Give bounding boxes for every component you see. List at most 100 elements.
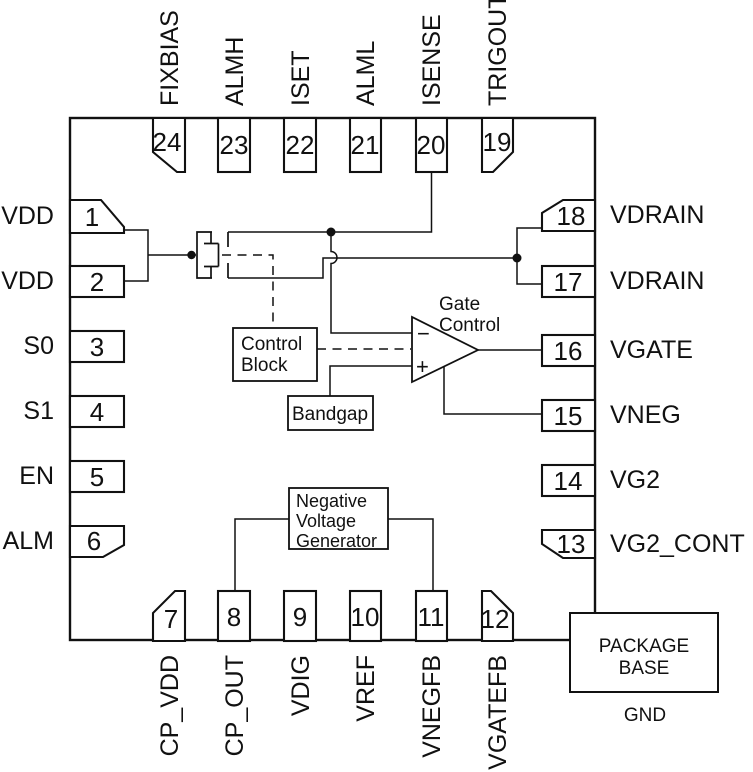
wire-opamp-to-vneg (443, 366, 542, 415)
pin-number-4: 4 (90, 397, 104, 427)
pin-box-2 (68, 264, 126, 299)
pin-label-vdrain-17: VDRAIN (610, 267, 704, 295)
wire-fet-to-opamp-minus (330, 232, 412, 334)
gate-control-opamp: − + Gate Control (411, 294, 500, 384)
bandgap-label: Bandgap (292, 404, 368, 425)
pin-label-almh: ALMH (221, 37, 249, 106)
top-pin-labels: FIXBIAS ALMH ISET ALML ISENSE TRIGOUT (156, 0, 512, 106)
left-pin-labels: VDD VDD S0 S1 EN ALM (1, 202, 54, 555)
pin-box-8 (216, 589, 252, 643)
pin-number-2: 2 (90, 267, 104, 297)
left-pins: 1 2 3 4 5 6 (68, 198, 126, 559)
pin-box-16 (540, 333, 597, 368)
pin-label-vg2: VG2 (610, 466, 660, 494)
fet-left-bracket (196, 231, 212, 279)
pin-label-vgate: VGATE (610, 336, 693, 364)
pin-box-4 (68, 394, 126, 429)
pin-box-6 (68, 524, 126, 559)
pin-number-18: 18 (557, 201, 586, 231)
pin-number-3: 3 (90, 332, 104, 362)
pin-label-vdd-1: VDD (1, 202, 54, 230)
pin-label-cp-out: CP_OUT (221, 655, 249, 756)
nvg-box (288, 487, 389, 550)
wire-nvg-to-cpout (234, 518, 289, 591)
junction-dot-isense (326, 227, 336, 237)
pin-number-1: 1 (85, 202, 99, 232)
pin-box-24 (151, 116, 187, 174)
chip-outline (68, 116, 597, 642)
pin-box-17 (540, 264, 597, 299)
pin-number-24: 24 (153, 127, 182, 157)
pin-box-21 (348, 116, 383, 174)
pin-number-9: 9 (293, 602, 307, 632)
pin-box-1 (68, 198, 126, 235)
pin-box-20 (414, 116, 449, 174)
pin-box-10 (348, 589, 383, 643)
pin-number-13: 13 (557, 529, 586, 559)
control-block-line2: Block (241, 355, 288, 376)
pin-box-19 (480, 116, 515, 174)
bottom-pin-labels: CP_VDD CP_OUT VDIG VREF VNEGFB VGATEFB (156, 655, 512, 770)
pin-number-20: 20 (417, 130, 446, 160)
wire-dashed-fet-gate (222, 254, 274, 328)
pin-box-22 (282, 116, 318, 174)
pin-number-22: 22 (286, 130, 315, 160)
pin-number-21: 21 (351, 130, 380, 160)
opamp-plus-sign: + (416, 354, 429, 379)
pin-number-17: 17 (554, 267, 583, 297)
package-base: PACKAGE BASE GND (569, 612, 719, 726)
pin-label-vg2-cont: VG2_CONT (610, 530, 745, 558)
nvg-line2: Voltage (296, 511, 356, 531)
pin-box-5 (68, 459, 126, 494)
pin-number-8: 8 (227, 602, 241, 632)
pin-label-vgatefb: VGATEFB (484, 655, 512, 770)
junction-dot-vdd (187, 250, 196, 260)
pin-number-10: 10 (351, 602, 380, 632)
control-block-line1: Control (241, 334, 302, 355)
pass-fet-symbol (196, 231, 229, 279)
pin-number-19: 19 (483, 127, 512, 157)
top-pins: 24 23 22 21 20 19 (151, 116, 515, 174)
pin-box-13 (540, 528, 597, 560)
pin-label-vdd-2: VDD (1, 267, 54, 295)
pin-number-14: 14 (554, 466, 583, 496)
pin-label-vneg: VNEG (610, 401, 681, 429)
package-base-line1: PACKAGE (599, 636, 689, 657)
bandgap-box (287, 395, 374, 431)
pin-label-alm: ALM (3, 527, 54, 555)
bottom-pins: 7 8 9 10 11 12 (151, 589, 515, 643)
pin-label-fixbias: FIXBIAS (156, 10, 184, 106)
pin-number-7: 7 (164, 604, 178, 634)
pin-label-s0: S0 (23, 332, 54, 360)
pin-label-isense: ISENSE (418, 14, 446, 106)
opamp-triangle (411, 315, 481, 384)
pin-box-9 (282, 589, 318, 643)
gate-control-label-line2: Control (439, 315, 500, 336)
package-base-line2: BASE (619, 658, 670, 679)
pin-box-12 (480, 589, 515, 643)
pin-box-14 (540, 463, 597, 498)
negative-voltage-generator-block: Negative Voltage Generator (288, 487, 389, 551)
pin-box-7 (151, 589, 187, 643)
control-block: Control Block (232, 327, 318, 382)
wire-fet-to-vdrain (228, 257, 517, 279)
pin-box-11 (414, 589, 449, 643)
pin-number-23: 23 (220, 130, 249, 160)
pin-box-23 (216, 116, 252, 174)
pin-label-iset: ISET (287, 50, 315, 106)
pin-number-15: 15 (554, 401, 583, 431)
pin-label-vref: VREF (352, 655, 380, 722)
pin-number-5: 5 (90, 462, 104, 492)
pin-label-alml: ALML (352, 41, 380, 106)
pin-number-6: 6 (87, 526, 101, 556)
gnd-label: GND (624, 705, 666, 726)
right-pin-labels: VDRAIN VDRAIN VGATE VNEG VG2 VG2_CONT (610, 201, 745, 558)
wire-nvg-to-vnegfb (388, 518, 434, 591)
internal-wires (124, 172, 542, 591)
pin-label-s1: S1 (23, 397, 54, 425)
pin-label-trigout: TRIGOUT (484, 0, 512, 106)
right-pins: 18 17 16 15 14 13 (540, 198, 597, 560)
control-block-box (232, 327, 318, 382)
